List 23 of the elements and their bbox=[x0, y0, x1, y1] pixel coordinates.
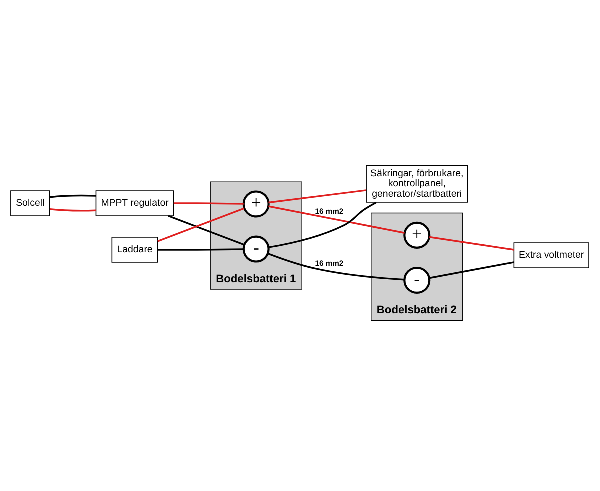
node-box: MPPT regulator bbox=[96, 190, 174, 216]
connector bbox=[429, 261, 514, 279]
edge-label: 16 mm2 bbox=[315, 258, 344, 268]
connector bbox=[268, 189, 367, 204]
node-box: Extra voltmeter bbox=[514, 242, 590, 268]
connector bbox=[50, 208, 96, 212]
node-circle: - bbox=[404, 266, 431, 294]
connector bbox=[50, 194, 96, 198]
connector bbox=[174, 202, 244, 204]
connector bbox=[168, 214, 245, 246]
node-box: Säkringar, förbrukare, kontrollpanel, generator/startbatteri bbox=[366, 164, 468, 202]
connector bbox=[268, 205, 405, 234]
connector bbox=[268, 252, 405, 280]
node-circle: + bbox=[404, 221, 431, 248]
edge-label: 16 mm2 bbox=[315, 206, 344, 216]
connector bbox=[158, 207, 245, 242]
node-box: Solcell bbox=[10, 190, 50, 216]
connector bbox=[268, 201, 377, 248]
connector bbox=[430, 236, 514, 250]
connector bbox=[158, 248, 244, 250]
node-circle: - bbox=[242, 235, 270, 262]
node-box: Laddare bbox=[112, 236, 158, 262]
node-circle: + bbox=[242, 190, 270, 218]
